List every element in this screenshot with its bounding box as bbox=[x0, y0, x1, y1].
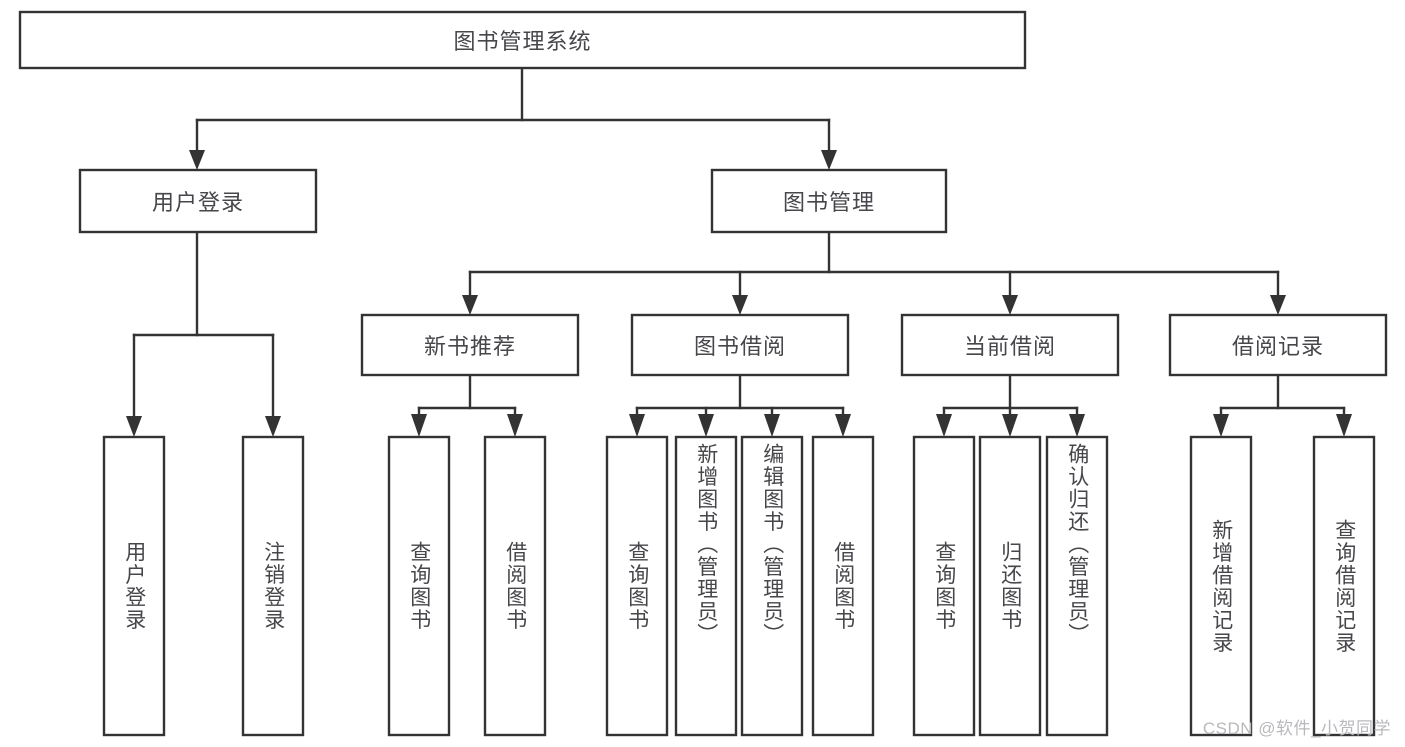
node-leaf-return-book[interactable] bbox=[978, 435, 1042, 737]
node-user-login[interactable] bbox=[78, 168, 318, 234]
node-leaf-user-login[interactable] bbox=[102, 435, 166, 737]
node-leaf-borrow-book-2[interactable] bbox=[811, 435, 875, 737]
connector-user-login-to-leaves bbox=[126, 230, 281, 437]
connector-new-book-recommend-to-leaves bbox=[411, 373, 523, 437]
node-leaf-add-borrow-record[interactable] bbox=[1189, 435, 1253, 737]
connector-borrow-record-to-leaves bbox=[1213, 373, 1352, 437]
node-book-management[interactable] bbox=[710, 168, 948, 234]
node-leaf-query-borrow-record[interactable] bbox=[1312, 435, 1376, 737]
node-leaf-edit-book-admin[interactable] bbox=[740, 435, 804, 737]
connector-current-borrow-to-leaves bbox=[936, 373, 1085, 437]
connector-book-borrow-to-leaves bbox=[629, 373, 851, 437]
node-leaf-add-book-admin[interactable] bbox=[674, 435, 738, 737]
node-leaf-confirm-return-admin[interactable] bbox=[1045, 435, 1109, 737]
node-current-borrow[interactable] bbox=[900, 313, 1120, 377]
node-leaf-logout-login[interactable] bbox=[241, 435, 305, 737]
node-leaf-borrow-book-1[interactable] bbox=[483, 435, 547, 737]
node-leaf-query-book-1[interactable] bbox=[387, 435, 451, 737]
node-new-book-recommend[interactable] bbox=[360, 313, 580, 377]
node-leaf-query-book-3[interactable] bbox=[912, 435, 976, 737]
node-book-borrow[interactable] bbox=[630, 313, 850, 377]
connector-root-to-level2 bbox=[189, 66, 837, 170]
node-borrow-record[interactable] bbox=[1168, 313, 1388, 377]
node-root[interactable] bbox=[18, 10, 1027, 70]
node-leaf-query-book-2[interactable] bbox=[605, 435, 669, 737]
connector-book-management-to-level3 bbox=[462, 230, 1286, 315]
